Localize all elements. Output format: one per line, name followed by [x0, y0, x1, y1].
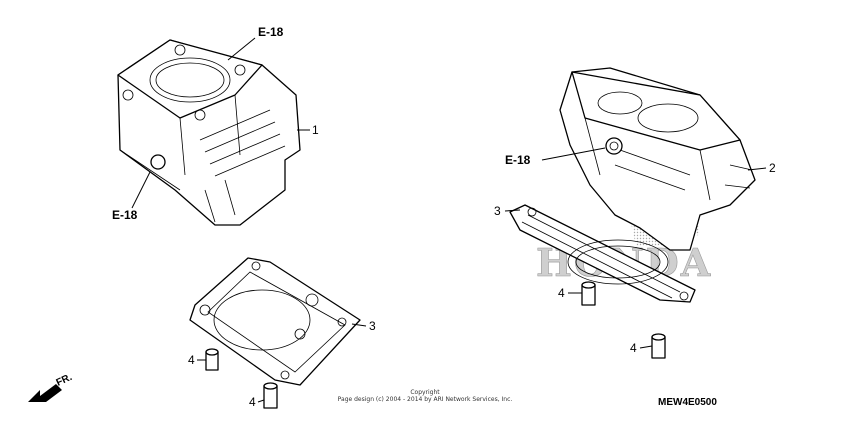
front-direction-arrow-icon — [28, 384, 62, 402]
callout-part-4-c: 4 — [558, 286, 565, 300]
callout-part-3-left: 3 — [369, 319, 376, 333]
reference-e18-left[interactable]: E-18 — [112, 208, 138, 222]
callout-part-3-right: 3 — [494, 204, 501, 218]
cylinder-left[interactable] — [117, 39, 301, 226]
dowel-pin-c[interactable] — [581, 281, 596, 306]
dowel-pin-a[interactable] — [205, 348, 219, 371]
dowel-pin-b[interactable] — [263, 382, 278, 409]
cylinder-gasket-right[interactable] — [509, 204, 696, 303]
copyright-title: Copyright — [410, 389, 440, 396]
cylinder-gasket-left[interactable] — [189, 257, 361, 386]
dowel-pin-d[interactable] — [651, 333, 666, 359]
diagram-code: MEW4E0500 — [658, 397, 717, 408]
front-direction-label: FR. — [55, 372, 74, 389]
reference-e18-right[interactable]: E-18 — [505, 153, 531, 167]
callout-part-4-d: 4 — [630, 341, 637, 355]
copyright-notice: Page design (c) 2004 - 2014 by ARI Netwo… — [338, 396, 513, 403]
leader-lines — [131, 37, 767, 403]
callout-part-4-a: 4 — [188, 353, 195, 367]
callout-part-4-b: 4 — [249, 395, 256, 409]
cylinder-right[interactable] — [559, 67, 756, 251]
reference-e18-top[interactable]: E-18 — [258, 25, 284, 39]
callout-part-2: 2 — [769, 161, 776, 175]
callout-part-1: 1 — [312, 123, 319, 137]
